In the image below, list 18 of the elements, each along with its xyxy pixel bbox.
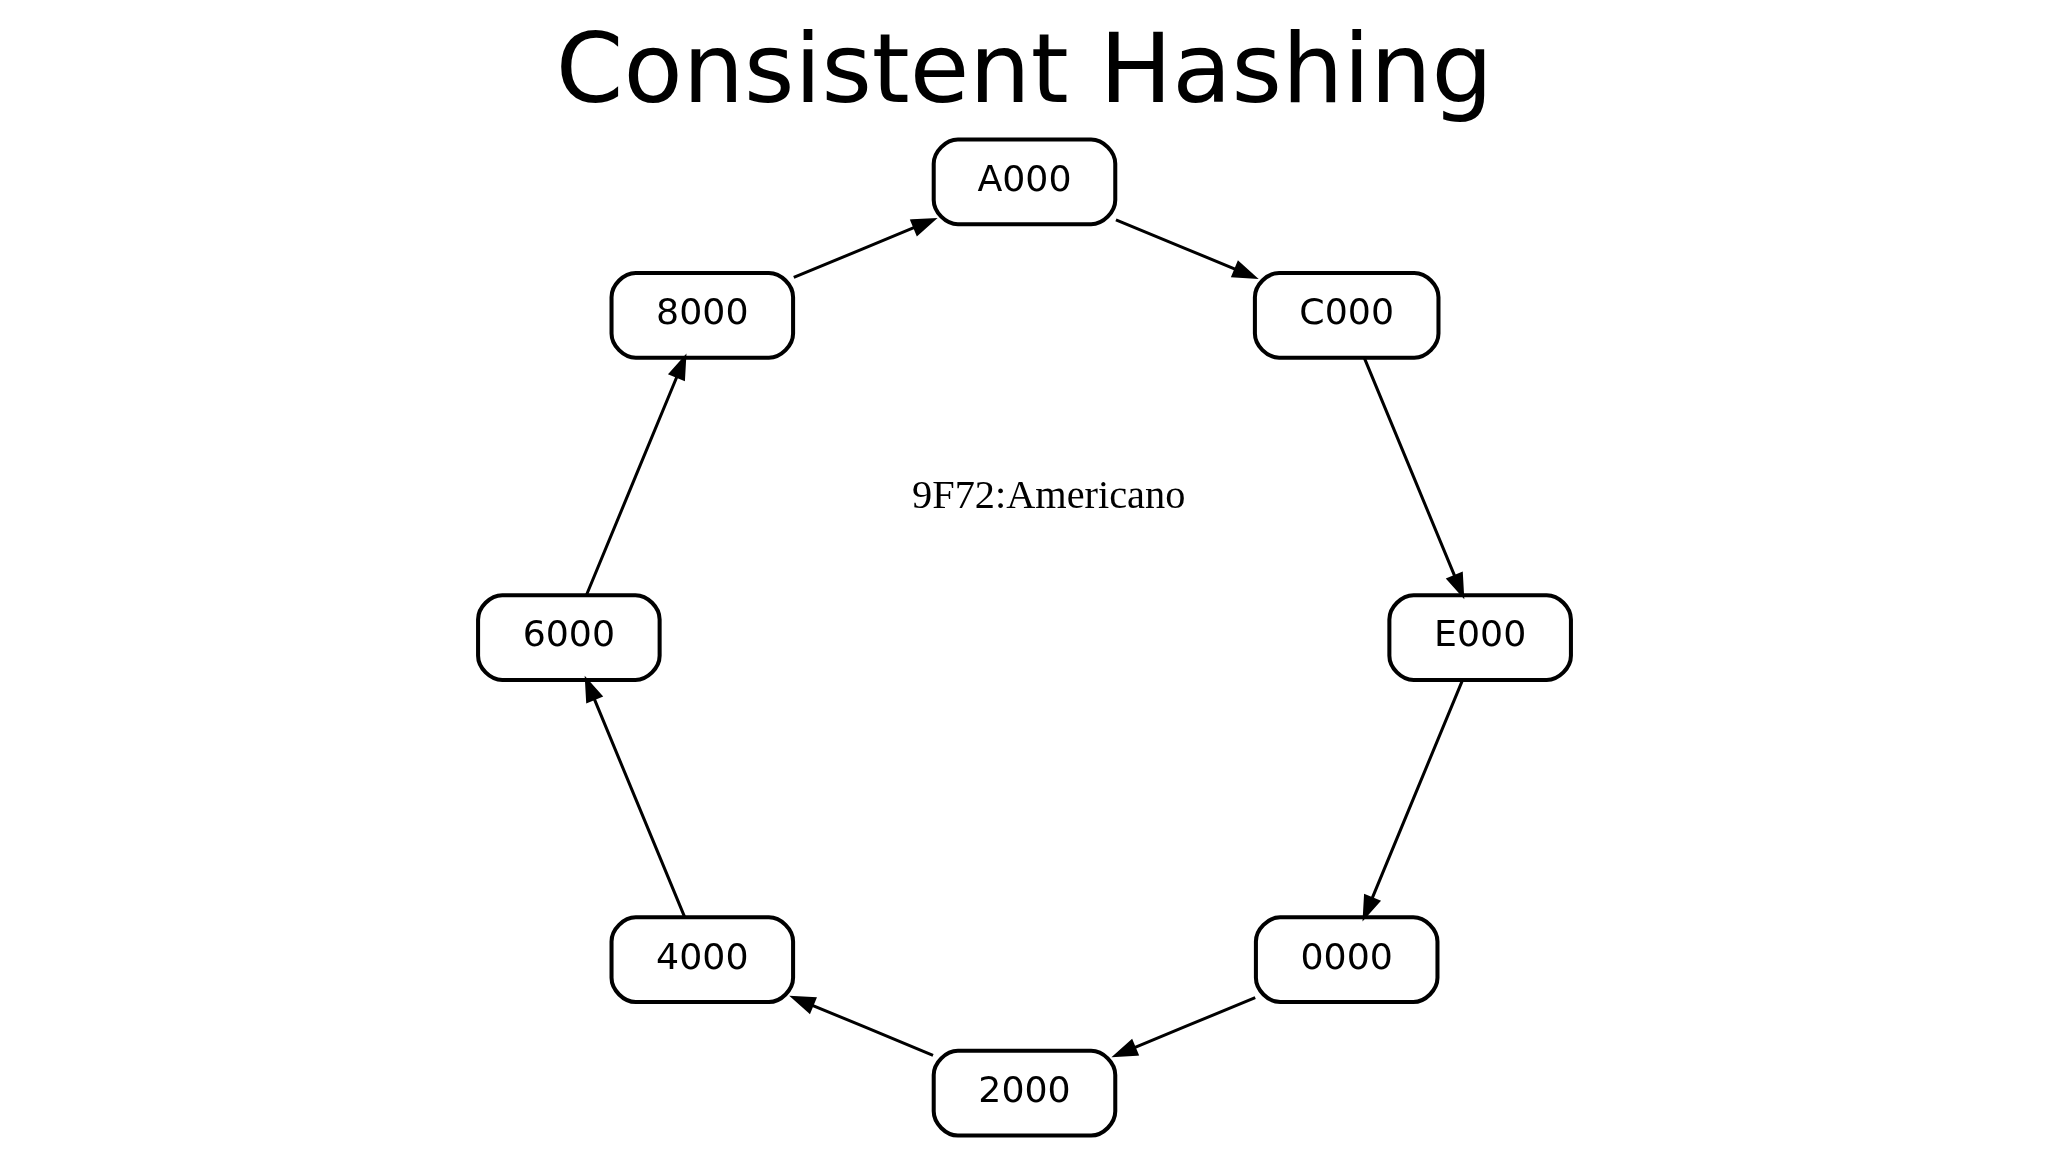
node-box: 4000 xyxy=(609,915,795,1005)
arrow xyxy=(1362,357,1464,600)
node-box: 6000 xyxy=(475,593,662,682)
node-box: 2000 xyxy=(931,1048,1117,1138)
node-box: E000 xyxy=(1386,593,1573,682)
diagram-title: Consistent Hashing xyxy=(555,11,1493,125)
arrow xyxy=(584,675,686,918)
node-box: A000 xyxy=(931,137,1117,227)
arrow xyxy=(1110,996,1256,1058)
arrow xyxy=(792,217,938,279)
node-box: 8000 xyxy=(609,270,795,360)
arrow xyxy=(584,353,686,596)
arrow xyxy=(1114,218,1259,279)
arrow xyxy=(1362,679,1464,922)
arrow xyxy=(788,995,934,1057)
node-box: C000 xyxy=(1252,270,1440,360)
node-box: 0000 xyxy=(1253,915,1439,1005)
label: 9F72:Americano xyxy=(911,472,1185,518)
